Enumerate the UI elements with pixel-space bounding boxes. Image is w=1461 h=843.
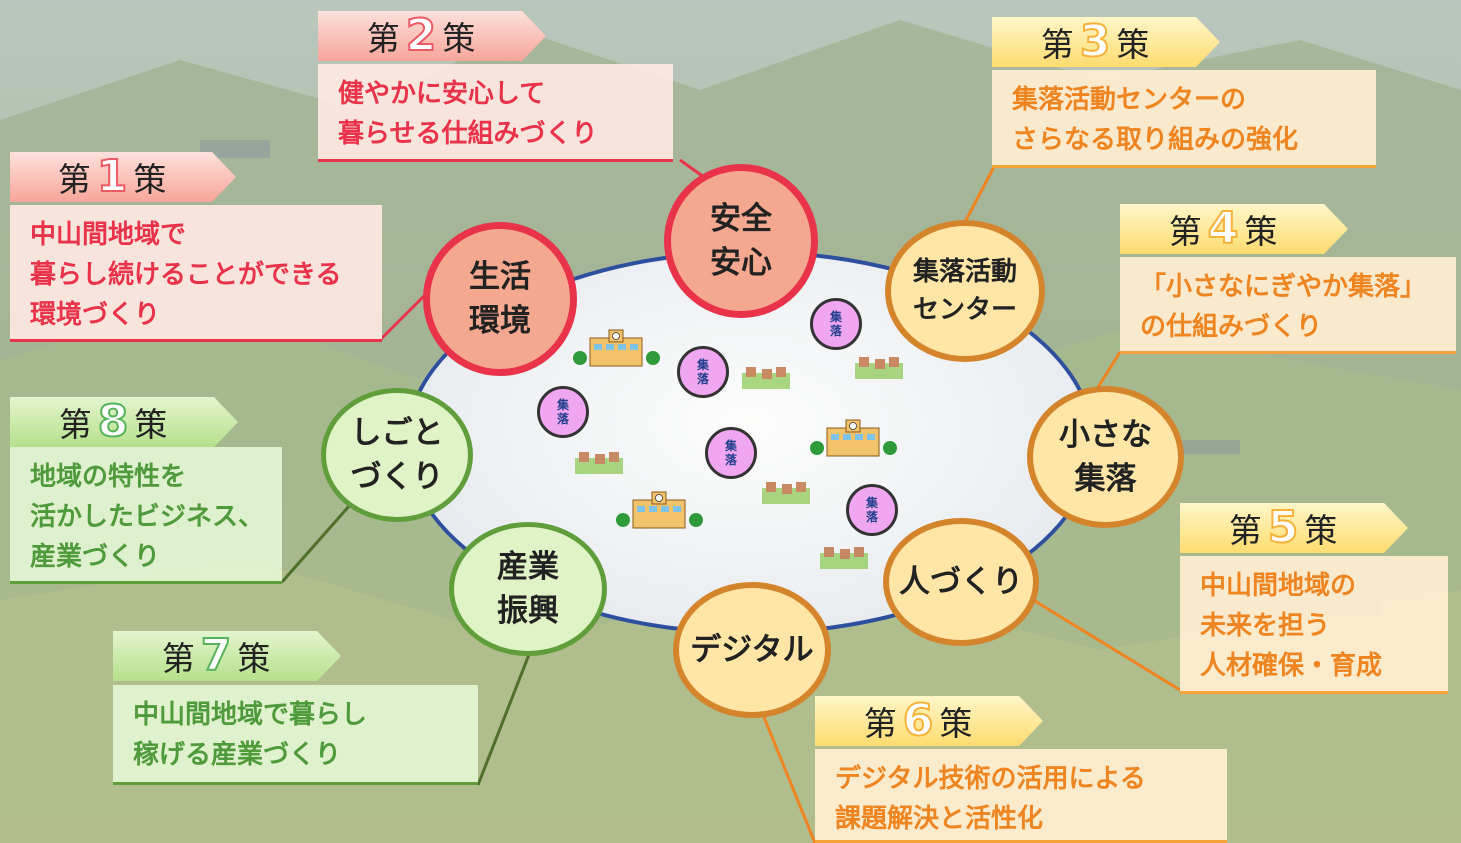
houses-icon: [820, 547, 868, 569]
circle-shuraku-center: 集落活動センター: [885, 220, 1045, 362]
measure-7-description: 中山間地域で暮らし稼げる産業づくり: [113, 685, 478, 785]
circle-seikatsu-kankyo: 生活環境: [423, 222, 577, 376]
houses-icon: [762, 482, 810, 504]
circle-hitozukuri: 人づくり: [883, 518, 1039, 646]
circle-sangyo-shinko: 産業振興: [449, 522, 607, 656]
circle-shigoto-zukuri: しごとづくり: [321, 388, 473, 522]
village-marker: 集落: [677, 346, 729, 398]
circle-anzen-anshin: 安全安心: [664, 164, 818, 318]
school-icon: [810, 419, 897, 457]
circle-digital: デジタル: [673, 582, 831, 718]
circle-chiisana-shuraku: 小さな集落: [1027, 386, 1184, 528]
school-icon: [573, 329, 660, 367]
village-marker: 集落: [846, 484, 898, 536]
measure-6-description: デジタル技術の活用による課題解決と活性化: [815, 749, 1227, 843]
houses-icon: [575, 452, 623, 474]
measure-4-description: 「小さなにぎやか集落」の仕組みづくり: [1120, 257, 1456, 354]
houses-icon: [742, 367, 790, 389]
measure-1-description: 中山間地域で暮らし続けることができる環境づくり: [10, 205, 382, 342]
measure-5-description: 中山間地域の未来を担う人材確保・育成: [1180, 556, 1448, 694]
school-icon: [616, 491, 703, 529]
village-marker: 集落: [705, 427, 757, 479]
measure-2-description: 健やかに安心して暮らせる仕組みづくり: [318, 64, 673, 162]
village-marker: 集落: [537, 386, 589, 438]
measure-8-description: 地域の特性を活かしたビジネス、産業づくり: [10, 447, 282, 584]
houses-icon: [855, 357, 903, 379]
village-marker: 集落: [810, 298, 862, 350]
measure-3-description: 集落活動センターのさらなる取り組みの強化: [992, 70, 1376, 168]
